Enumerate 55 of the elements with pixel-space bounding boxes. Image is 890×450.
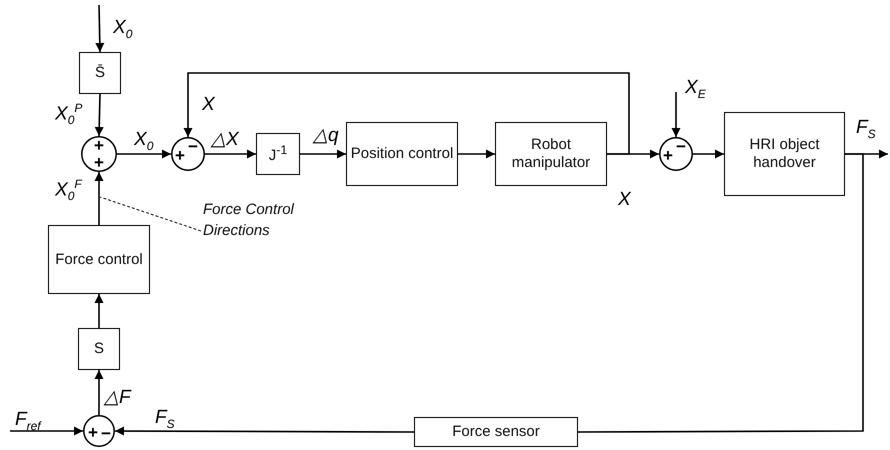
block-box	[79, 52, 121, 94]
block-label: J$^{-1}$	[268, 143, 288, 165]
summing-junction	[81, 136, 117, 172]
annotation-text: Force Control Directions	[203, 201, 294, 239]
sign: +	[94, 137, 104, 154]
arrow	[458, 150, 495, 158]
arrow	[94, 370, 104, 415]
block-box	[48, 225, 150, 294]
arrow	[94, 172, 104, 225]
arrow	[117, 150, 171, 158]
arrow	[94, 94, 104, 136]
block-box	[256, 133, 300, 175]
arrow	[95, 4, 104, 52]
signal-label: F$_{S}$	[856, 118, 876, 140]
sign: −	[101, 425, 111, 442]
block-label: Force control	[55, 250, 143, 268]
arrow	[94, 294, 104, 328]
block-label: Robot manipulator	[510, 136, 592, 172]
block-label: S	[94, 340, 104, 358]
sign: +	[88, 424, 98, 441]
block-label: S̄	[94, 64, 105, 82]
signal-label: X$_{0}$	[134, 130, 154, 152]
arrow	[205, 150, 256, 158]
block-box	[78, 328, 120, 370]
signal-label: F$_{S}$	[155, 408, 175, 430]
arrow	[693, 150, 724, 158]
block-box	[724, 112, 845, 196]
sign: +	[175, 147, 185, 164]
signal-label: X	[618, 190, 631, 209]
sign: +	[94, 154, 104, 171]
arrow	[115, 426, 414, 436]
signal-label: △q	[313, 126, 339, 145]
leader-line	[100, 196, 202, 232]
block-label: HRI object handover	[748, 136, 821, 172]
signal-label: X	[202, 95, 215, 114]
summing-junction	[83, 415, 115, 447]
arrow	[300, 150, 346, 158]
signal-label: F$_{ref}$	[15, 410, 41, 432]
block-label: Position control	[350, 145, 454, 163]
signal-label: △X	[211, 130, 239, 149]
sign: −	[188, 138, 198, 155]
summing-junction	[171, 137, 205, 171]
sign: −	[676, 138, 686, 155]
block-label: Force sensor	[452, 423, 540, 441]
sign: +	[663, 147, 673, 164]
block-box	[346, 122, 458, 186]
arrow	[672, 92, 680, 137]
block-box	[414, 417, 578, 447]
block-box	[495, 122, 607, 186]
arrow	[10, 426, 83, 436]
arrow	[184, 72, 630, 155]
signal-label: X$_{E}$	[685, 78, 706, 100]
signal-label: X$_{0}$	[113, 18, 132, 40]
signal-label: △F	[104, 388, 131, 407]
summing-junction	[659, 137, 693, 171]
